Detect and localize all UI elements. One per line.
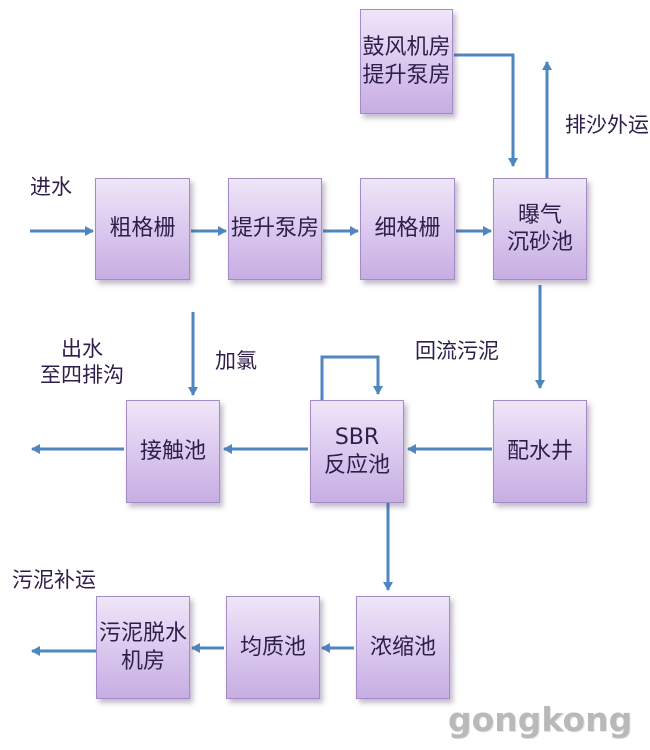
arrow-return-loop xyxy=(320,355,383,400)
box-line: 曝气 xyxy=(517,202,562,228)
box-dewatering: 污泥脱水 机房 xyxy=(96,596,190,699)
box-sbr-reactor: SBR 反应池 xyxy=(310,400,404,503)
label-outflow: 出水 至四排沟 xyxy=(40,336,124,389)
label-chlorine: 加氯 xyxy=(215,349,257,373)
box-line: 反应池 xyxy=(323,452,390,478)
box-line: 细格栅 xyxy=(374,216,441,242)
arrow-blower-to-grit xyxy=(454,53,518,167)
box-distribution-well: 配水井 xyxy=(493,400,587,503)
box-line: 粗格栅 xyxy=(109,216,176,242)
box-line: 提升泵房 xyxy=(362,62,451,88)
box-line: 均质池 xyxy=(239,634,306,660)
box-fine-screen: 细格栅 xyxy=(360,178,455,280)
label-sludge-out: 污泥补运 xyxy=(12,568,96,592)
box-thickener: 浓缩池 xyxy=(356,596,450,699)
box-line: SBR xyxy=(334,425,380,450)
box-line: 接触池 xyxy=(139,438,206,464)
box-line: 沉砂池 xyxy=(506,230,573,255)
box-blower-lift-pump: 鼓风机房 提升泵房 xyxy=(360,9,453,114)
box-line: 机房 xyxy=(120,648,165,674)
label-line: 出水 xyxy=(61,337,103,361)
label-inflow: 进水 xyxy=(30,175,72,199)
box-line: 浓缩池 xyxy=(369,634,436,660)
box-coarse-screen: 粗格栅 xyxy=(95,178,190,280)
box-line: 污泥脱水 xyxy=(98,621,187,646)
box-lift-pump: 提升泵房 xyxy=(228,178,322,280)
label-return-sludge: 回流污泥 xyxy=(415,339,499,363)
box-line: 配水井 xyxy=(506,438,573,464)
label-sand-out: 排沙外运 xyxy=(565,113,649,137)
box-contact-tank: 接触池 xyxy=(126,400,220,503)
box-line: 提升泵房 xyxy=(230,216,319,242)
box-equalization: 均质池 xyxy=(226,596,320,699)
box-line: 鼓风机房 xyxy=(362,35,451,60)
watermark: gongkong xyxy=(448,700,633,739)
box-aerated-grit: 曝气 沉砂池 xyxy=(493,178,587,280)
label-line: 至四排沟 xyxy=(40,363,124,388)
